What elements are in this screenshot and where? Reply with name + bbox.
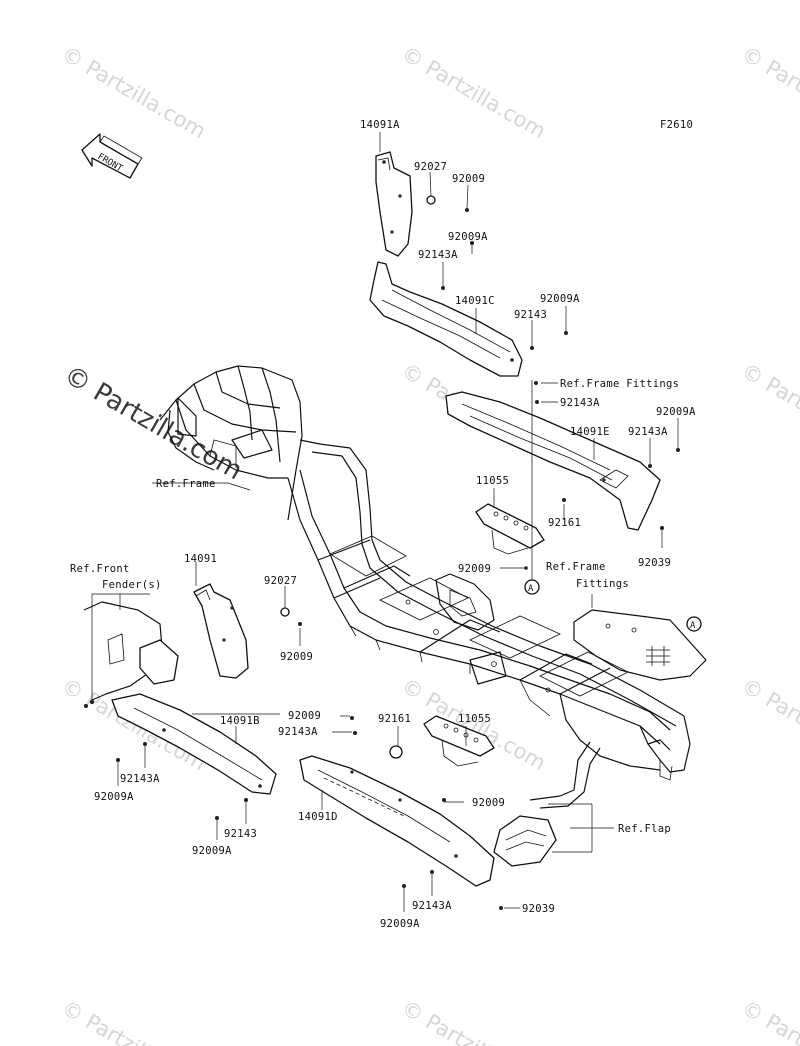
label-14091E: 14091E: [570, 426, 610, 438]
label-92009A: 92009A: [448, 231, 488, 243]
label-92161: 92161: [548, 517, 581, 529]
ref-flap: [493, 741, 601, 867]
label-92161: 92161: [378, 713, 411, 725]
part-14091B-cover: [111, 693, 277, 795]
part-14091-guard: [193, 583, 249, 679]
watermark: © Partzilla.com: [398, 996, 550, 1046]
label-92009-c: 92009: [288, 710, 321, 722]
part-14091A-guard: [375, 151, 413, 257]
ref-frame-fittings-plate: A: [573, 609, 707, 681]
label-ref-frame-fittings-2: Ref.Frame: [546, 561, 606, 573]
watermark: © Partzilla.com: [738, 359, 800, 461]
label-ref-frame-fittings: Ref.Frame Fittings: [560, 378, 679, 390]
part-14091D-cover: [299, 755, 495, 887]
front-direction-arrow: FRONT: [81, 133, 143, 179]
label-92009A: 92009A: [94, 791, 134, 803]
chassis-frame: [159, 365, 691, 781]
label-11055: 11055: [458, 713, 491, 725]
callout-letter: A: [528, 584, 534, 594]
label-14091: 14091: [184, 553, 217, 565]
watermark: © Partzilla.com: [58, 996, 210, 1046]
label-92143A: 92143A: [278, 726, 318, 738]
part-11055-bracket-upper: [475, 503, 545, 570]
label-92143A: 92143A: [560, 397, 600, 409]
label-92039: 92039: [638, 557, 671, 569]
label-ref-frame-fittings-2: Fittings: [576, 578, 629, 590]
label-92009A: 92009A: [656, 406, 696, 418]
label-92009-left: 92009: [280, 651, 313, 663]
label-92143: 92143: [514, 309, 547, 321]
label-92027-left: 92027: [264, 575, 297, 587]
label-92039: 92039: [522, 903, 555, 915]
watermark-layer: © Partzilla.com © Partzilla.com © Partzi…: [58, 42, 800, 1046]
watermark: © Partzilla.com: [738, 674, 800, 776]
part-11055-bracket-lower: [389, 715, 495, 767]
label-14091D: 14091D: [298, 811, 338, 823]
diagram-code: F2610: [660, 119, 693, 131]
label-92009A: 92009A: [380, 918, 420, 930]
fasteners: [84, 195, 680, 910]
label-92009-mid: 92009: [458, 563, 491, 575]
callout-letter: A: [690, 621, 696, 631]
ref-front-fender: [83, 601, 179, 705]
label-14091A: 14091A: [360, 119, 400, 131]
leader-lines: A: [91, 132, 679, 912]
part-14091E-cover: [445, 391, 661, 531]
label-ref-front-fender: Fender(s): [102, 579, 162, 591]
label-92009-top: 92009: [452, 173, 485, 185]
label-92027-top: 92027: [414, 161, 447, 173]
label-ref-front-fender: Ref.Front: [70, 563, 130, 575]
label-14091B: 14091B: [220, 715, 260, 727]
label-92143A: 92143A: [418, 249, 458, 261]
label-92143A: 92143A: [120, 773, 160, 785]
label-92009-d: 92009: [472, 797, 505, 809]
callout-circle: [524, 579, 540, 595]
label-92143A: 92143A: [412, 900, 452, 912]
label-92009A: 92009A: [540, 293, 580, 305]
part-14091C-cover: [369, 261, 523, 377]
watermark: © Partzilla.com: [398, 42, 550, 144]
label-ref-flap: Ref.Flap: [618, 823, 671, 835]
label-92143A: 92143A: [628, 426, 668, 438]
label-11055: 11055: [476, 475, 509, 487]
label-14091C: 14091C: [455, 295, 495, 307]
label-92009A: 92009A: [192, 845, 232, 857]
watermark: © Partzilla.com: [738, 996, 800, 1046]
label-92143: 92143: [224, 828, 257, 840]
watermark: © Partzilla.com: [58, 42, 210, 144]
watermark: © Partzilla.com: [738, 42, 800, 144]
part-labels: 14091A 92027 92009 92009A 92143A 14091C …: [70, 119, 696, 930]
watermark-featured: © Partzilla.com: [59, 360, 248, 486]
callout-circle: [686, 616, 702, 632]
label-ref-frame: Ref.Frame: [156, 478, 216, 490]
